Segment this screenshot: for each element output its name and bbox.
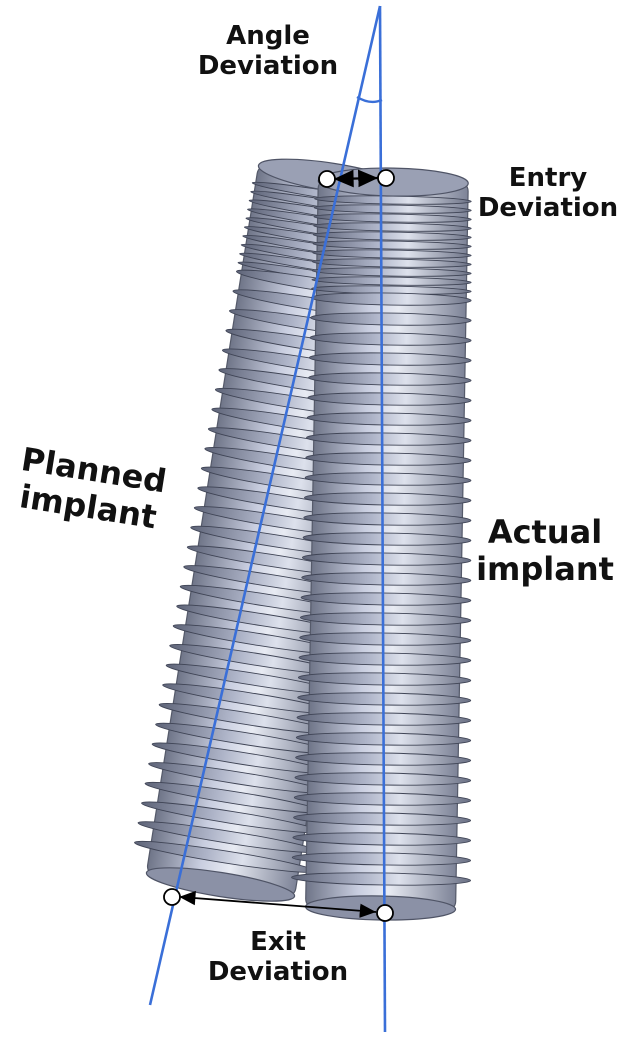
angle-arc: [357, 97, 382, 102]
actual-entry-marker: [378, 170, 394, 186]
entry-deviation-line-2: Deviation: [476, 194, 620, 224]
angle-deviation-line-1: Angle: [196, 22, 340, 52]
actual-implant-screw-icon: [291, 167, 483, 922]
entry-deviation-label: Entry Deviation: [476, 164, 620, 224]
exit-deviation-label: Exit Deviation: [206, 928, 350, 988]
exit-deviation-line-2: Deviation: [206, 958, 350, 988]
exit-deviation-line-1: Exit: [206, 928, 350, 958]
actual-exit-marker: [377, 905, 393, 921]
entry-deviation-line-1: Entry: [476, 164, 620, 194]
angle-deviation-label: Angle Deviation: [196, 22, 340, 82]
actual-implant-line-2: implant: [470, 551, 620, 588]
actual-implant-line-1: Actual: [470, 514, 620, 551]
planned-exit-marker: [164, 889, 180, 905]
angle-deviation-line-2: Deviation: [196, 52, 340, 82]
entry-deviation-arrow: [336, 178, 378, 179]
planned-entry-marker: [319, 171, 335, 187]
actual-implant-label: Actual implant: [470, 514, 620, 588]
